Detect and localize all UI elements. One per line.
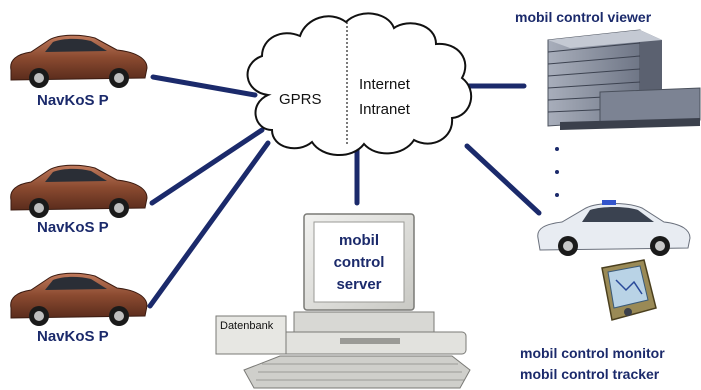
viewer-label: mobil control viewer	[515, 9, 652, 25]
database-label: Datenbank	[220, 320, 274, 332]
office-building-icon	[547, 29, 701, 130]
connection-lines	[147, 74, 542, 309]
car-icon	[10, 34, 148, 88]
client-label: NavKoS P	[37, 219, 109, 236]
internet-label: Internet	[359, 76, 410, 93]
client-label: NavKoS P	[37, 92, 109, 109]
server-label-line3: server	[336, 276, 382, 293]
intranet-label: Intranet	[359, 101, 410, 118]
network-cloud	[246, 12, 472, 157]
client-label: NavKoS P	[37, 328, 109, 345]
car-icon	[10, 272, 148, 326]
white-car-icon	[537, 200, 691, 256]
link-car1-cloud	[150, 74, 258, 98]
link-cloud-mobile	[464, 143, 542, 216]
server-computer-icon	[215, 213, 471, 389]
tracker-label: mobil control tracker	[520, 366, 660, 382]
car-icon	[10, 164, 148, 218]
server-label-line1: mobil	[339, 232, 379, 249]
gprs-label: GPRS	[279, 91, 322, 108]
link-car3-cloud	[147, 140, 271, 309]
link-car2-cloud	[149, 127, 265, 206]
pda-device-icon	[601, 259, 657, 321]
ellipsis-dots	[555, 147, 559, 197]
monitor-label: mobil control monitor	[520, 345, 665, 361]
server-label-line2: control	[333, 254, 385, 271]
